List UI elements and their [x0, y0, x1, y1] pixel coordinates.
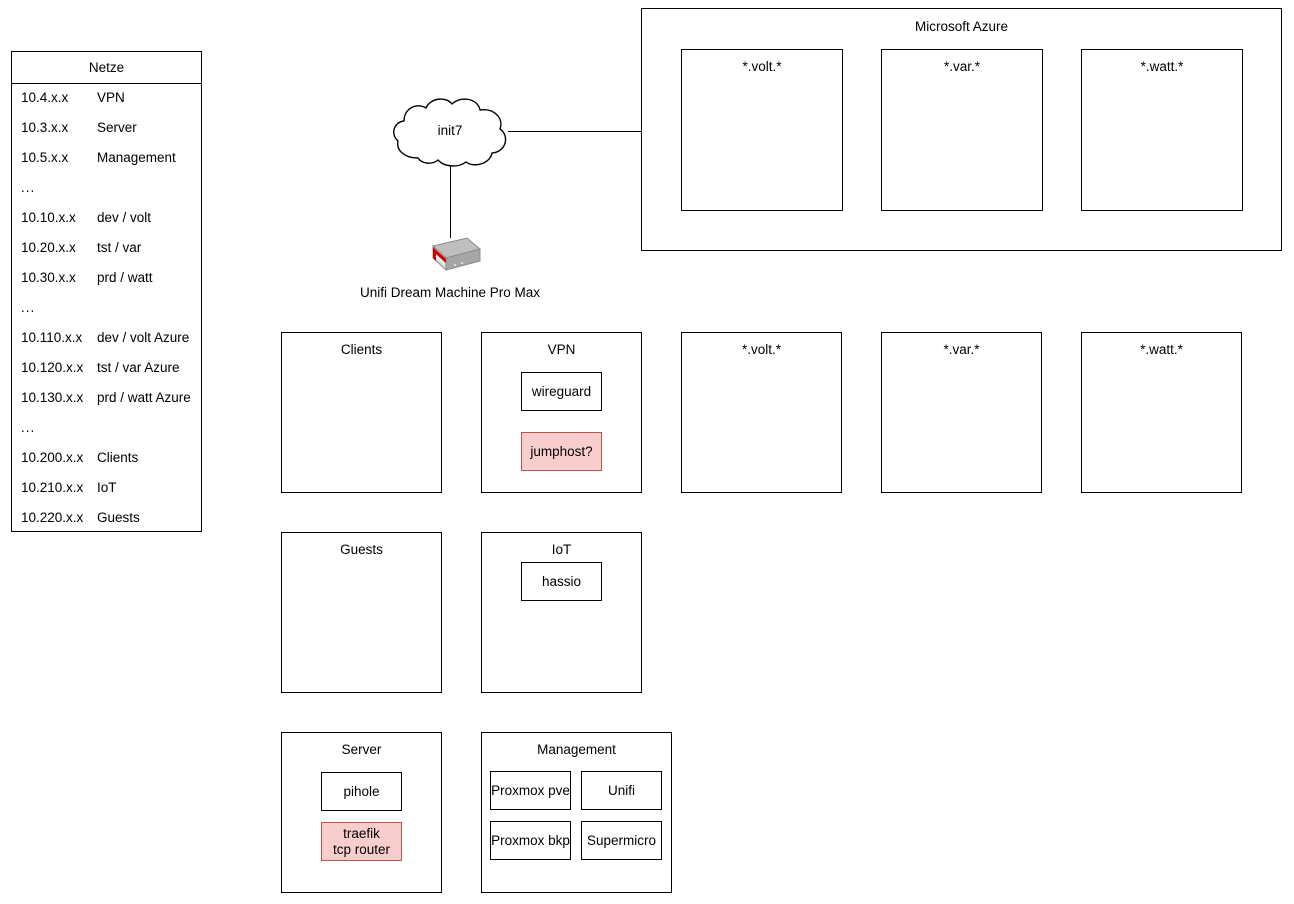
- netze-row: 10.110.x.x dev / volt Azure: [12, 328, 201, 348]
- vlan-server: Server: [281, 732, 442, 893]
- netze-row-cidr: 10.4.x.x: [21, 90, 69, 105]
- vlan-management: Management: [481, 732, 672, 893]
- azure-zone-watt-label: *.watt.*: [1140, 59, 1184, 74]
- vlan-guests: Guests: [281, 532, 442, 693]
- vlan-management-label: Management: [537, 742, 616, 757]
- netze-row: 10.200.x.x Clients: [12, 448, 201, 468]
- netze-row-cidr: ...: [21, 420, 36, 435]
- vlan-vpn-label: VPN: [547, 342, 576, 357]
- service-jumphost[interactable]: jumphost?: [521, 432, 602, 471]
- netze-row: 10.210.x.x IoT: [12, 478, 201, 498]
- netze-row-cidr: 10.20.x.x: [21, 240, 76, 255]
- netze-row-separator: ...: [12, 418, 201, 438]
- netze-row-name: tst / var Azure: [97, 360, 180, 375]
- vlan-watt: *.watt.*: [1081, 332, 1242, 493]
- netze-row: 10.120.x.x tst / var Azure: [12, 358, 201, 378]
- vlan-clients: Clients: [281, 332, 442, 493]
- azure-zone-watt: *.watt.*: [1081, 49, 1243, 211]
- service-traefik[interactable]: traefik tcp router: [321, 822, 402, 861]
- cloud-icon: [393, 98, 507, 167]
- netze-row: 10.10.x.x dev / volt: [12, 208, 201, 228]
- netze-row-cidr: 10.120.x.x: [21, 360, 84, 375]
- vlan-volt: *.volt.*: [681, 332, 842, 493]
- azure-zone-var: *.var.*: [881, 49, 1043, 211]
- netze-table-header: Netze: [12, 52, 201, 84]
- netze-row-name: Server: [97, 120, 137, 135]
- service-unifi[interactable]: Unifi: [581, 771, 662, 810]
- netze-row-cidr: 10.200.x.x: [21, 450, 84, 465]
- service-pihole-label: pihole: [343, 783, 380, 799]
- azure-container-title: Microsoft Azure: [914, 19, 1009, 34]
- netze-row: 10.220.x.x Guests: [12, 508, 201, 528]
- service-hassio[interactable]: hassio: [521, 562, 602, 601]
- service-unifi-label: Unifi: [607, 782, 635, 798]
- vlan-server-label: Server: [341, 742, 382, 757]
- isp-cloud-label: init7: [437, 123, 463, 138]
- service-wireguard[interactable]: wireguard: [521, 372, 602, 411]
- netze-row-cidr: 10.220.x.x: [21, 510, 84, 525]
- connector-cloud-to-azure: [508, 131, 641, 132]
- netze-row-name: prd / watt: [97, 270, 153, 285]
- router-icon: [431, 237, 482, 272]
- netze-row-cidr: 10.210.x.x: [21, 480, 84, 495]
- vlan-guests-label: Guests: [340, 542, 383, 557]
- netze-row-cidr: ...: [21, 300, 36, 315]
- service-proxmox-pve[interactable]: Proxmox pve: [490, 771, 571, 810]
- netze-row-name: dev / volt Azure: [97, 330, 190, 345]
- netze-row-cidr: 10.30.x.x: [21, 270, 76, 285]
- netze-table: Netze 10.4.x.x VPN 10.3.x.x Server 10.5.x.x M…: [11, 51, 202, 532]
- connector-cloud-to-gateway: [450, 166, 451, 238]
- vlan-iot-label: IoT: [551, 542, 572, 557]
- service-wireguard-label: wireguard: [531, 383, 592, 399]
- netze-table-title: Netze: [88, 60, 125, 75]
- azure-zone-volt-label: *.volt.*: [742, 59, 782, 74]
- isp-cloud: init7: [388, 96, 512, 168]
- azure-zone-var-label: *.var.*: [943, 59, 981, 74]
- vlan-iot: IoT: [481, 532, 642, 693]
- netze-row-name: Guests: [97, 510, 140, 525]
- service-proxmox-bkp[interactable]: Proxmox bkp: [490, 821, 571, 860]
- vlan-watt-label: *.watt.*: [1140, 342, 1183, 357]
- netze-row-name: prd / watt Azure: [97, 390, 191, 405]
- netze-row-cidr: 10.10.x.x: [21, 210, 76, 225]
- netze-row: 10.130.x.x prd / watt Azure: [12, 388, 201, 408]
- azure-zone-volt: *.volt.*: [681, 49, 843, 211]
- netze-row-separator: ...: [12, 298, 201, 318]
- service-proxmox-pve-label: Proxmox pve: [491, 782, 570, 798]
- netze-row: 10.20.x.x tst / var: [12, 238, 201, 258]
- service-proxmox-bkp-label: Proxmox bkp: [491, 832, 570, 848]
- netze-row-separator: ...: [12, 178, 201, 198]
- netze-row-cidr: 10.3.x.x: [21, 120, 69, 135]
- netze-row-name: dev / volt: [97, 210, 152, 225]
- service-hassio-label: hassio: [541, 573, 582, 589]
- netze-row: 10.4.x.x VPN: [12, 88, 201, 108]
- netze-row-cidr: 10.130.x.x: [21, 390, 84, 405]
- netze-row-name: VPN: [97, 90, 125, 105]
- vlan-var-label: *.var.*: [943, 342, 980, 357]
- service-traefik-label: traefik tcp router: [332, 825, 391, 857]
- netze-row-cidr: 10.110.x.x: [21, 330, 83, 345]
- service-pihole[interactable]: pihole: [321, 772, 402, 811]
- netze-row: 10.3.x.x Server: [12, 118, 201, 138]
- netze-row-name: Management: [97, 150, 176, 165]
- service-jumphost-label: jumphost?: [530, 443, 593, 459]
- netze-row: 10.30.x.x prd / watt: [12, 268, 201, 288]
- vlan-volt-label: *.volt.*: [741, 342, 782, 357]
- netze-row-name: IoT: [97, 480, 117, 495]
- netze-row: 10.5.x.x Management: [12, 148, 201, 168]
- vlan-clients-label: Clients: [340, 342, 383, 357]
- service-supermicro[interactable]: Supermicro: [581, 821, 662, 860]
- netze-row-name: Clients: [97, 450, 139, 465]
- service-supermicro-label: Supermicro: [586, 832, 657, 848]
- vlan-var: *.var.*: [881, 332, 1042, 493]
- netze-row-name: tst / var: [97, 240, 142, 255]
- gateway-device-label: Unifi Dream Machine Pro Max: [359, 285, 541, 300]
- netze-row-cidr: 10.5.x.x: [21, 150, 69, 165]
- gateway-device: [419, 236, 482, 280]
- netze-row-cidr: ...: [21, 180, 36, 195]
